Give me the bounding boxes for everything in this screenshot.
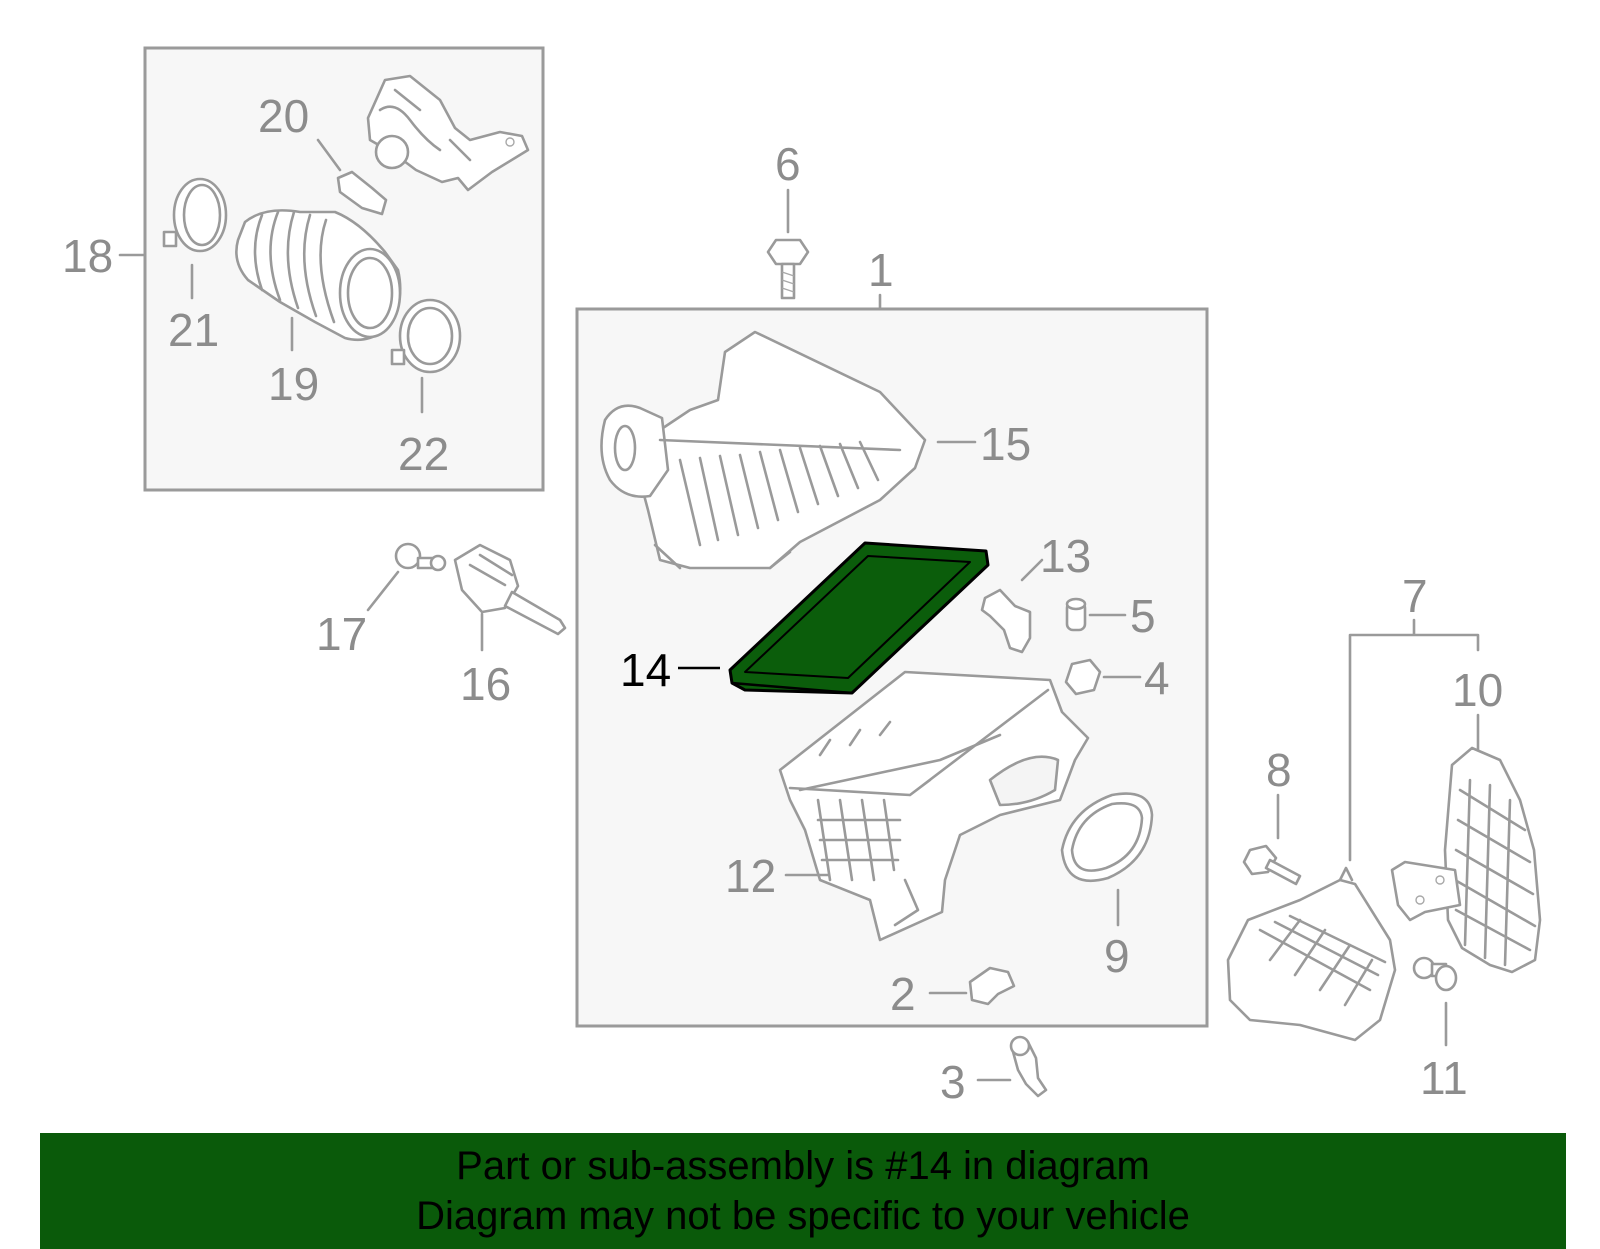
part-7-duct: [1226, 866, 1397, 1042]
callout-10: 10: [1452, 664, 1503, 716]
callout-14: 14: [620, 644, 671, 696]
callout-19: 19: [268, 358, 319, 410]
callout-15: 15: [980, 418, 1031, 470]
part-8-bolt: [1242, 844, 1302, 886]
part-3-fastener: [1009, 1035, 1048, 1098]
part-5-grommet: [1065, 597, 1087, 632]
callout-11: 11: [1420, 1052, 1468, 1104]
part-20-bracket: [366, 74, 530, 192]
part-2-clip: [968, 966, 1016, 1006]
part-12-lower-case: [778, 670, 1090, 942]
banner-line-1: Part or sub-assembly is #14 in diagram: [456, 1144, 1150, 1188]
callout-13: 13: [1040, 530, 1091, 582]
part-13-bracket: [980, 588, 1032, 654]
part-16-sensor: [453, 543, 567, 636]
part-17-bolt: [394, 542, 447, 572]
part-19-hose: [235, 209, 402, 342]
callout-8: 8: [1266, 744, 1292, 796]
banner-line-2: Diagram may not be specific to your vehi…: [416, 1194, 1190, 1238]
callout-4: 4: [1144, 652, 1170, 704]
part-22-clamp: [390, 298, 462, 374]
callout-21: 21: [168, 304, 219, 356]
callout-2: 2: [890, 968, 916, 1020]
part-20-clip: [336, 170, 388, 216]
callout-18: 18: [62, 230, 113, 282]
callout-12: 12: [725, 850, 776, 902]
part-21-clamp: [162, 177, 228, 253]
leader-lines: [118, 138, 1480, 1082]
part-14-air-filter-highlighted: [728, 541, 990, 695]
callout-6: 6: [775, 138, 801, 190]
part-11-push-pin: [1412, 956, 1458, 992]
callout-16: 16: [460, 658, 511, 710]
part-15-upper-cover: [600, 330, 927, 570]
callout-9: 9: [1104, 930, 1130, 982]
callout-labels: 1 2 3 4 5 6 7 8 9 10 11 12 13 14 15 16 1…: [62, 90, 1503, 1108]
part-9-gasket: [1060, 792, 1154, 883]
callout-1: 1: [868, 244, 894, 296]
part-6-bolt: [766, 238, 810, 300]
callout-7: 7: [1402, 570, 1428, 622]
part-4-nut: [1064, 658, 1102, 696]
callout-20: 20: [258, 90, 309, 142]
callout-17: 17: [316, 608, 367, 660]
part-info-banner: Part or sub-assembly is #14 in diagram D…: [40, 1133, 1566, 1249]
callout-5: 5: [1130, 590, 1156, 642]
callout-22: 22: [398, 428, 449, 480]
part-10-grille: [1390, 746, 1542, 974]
callout-3: 3: [940, 1056, 966, 1108]
